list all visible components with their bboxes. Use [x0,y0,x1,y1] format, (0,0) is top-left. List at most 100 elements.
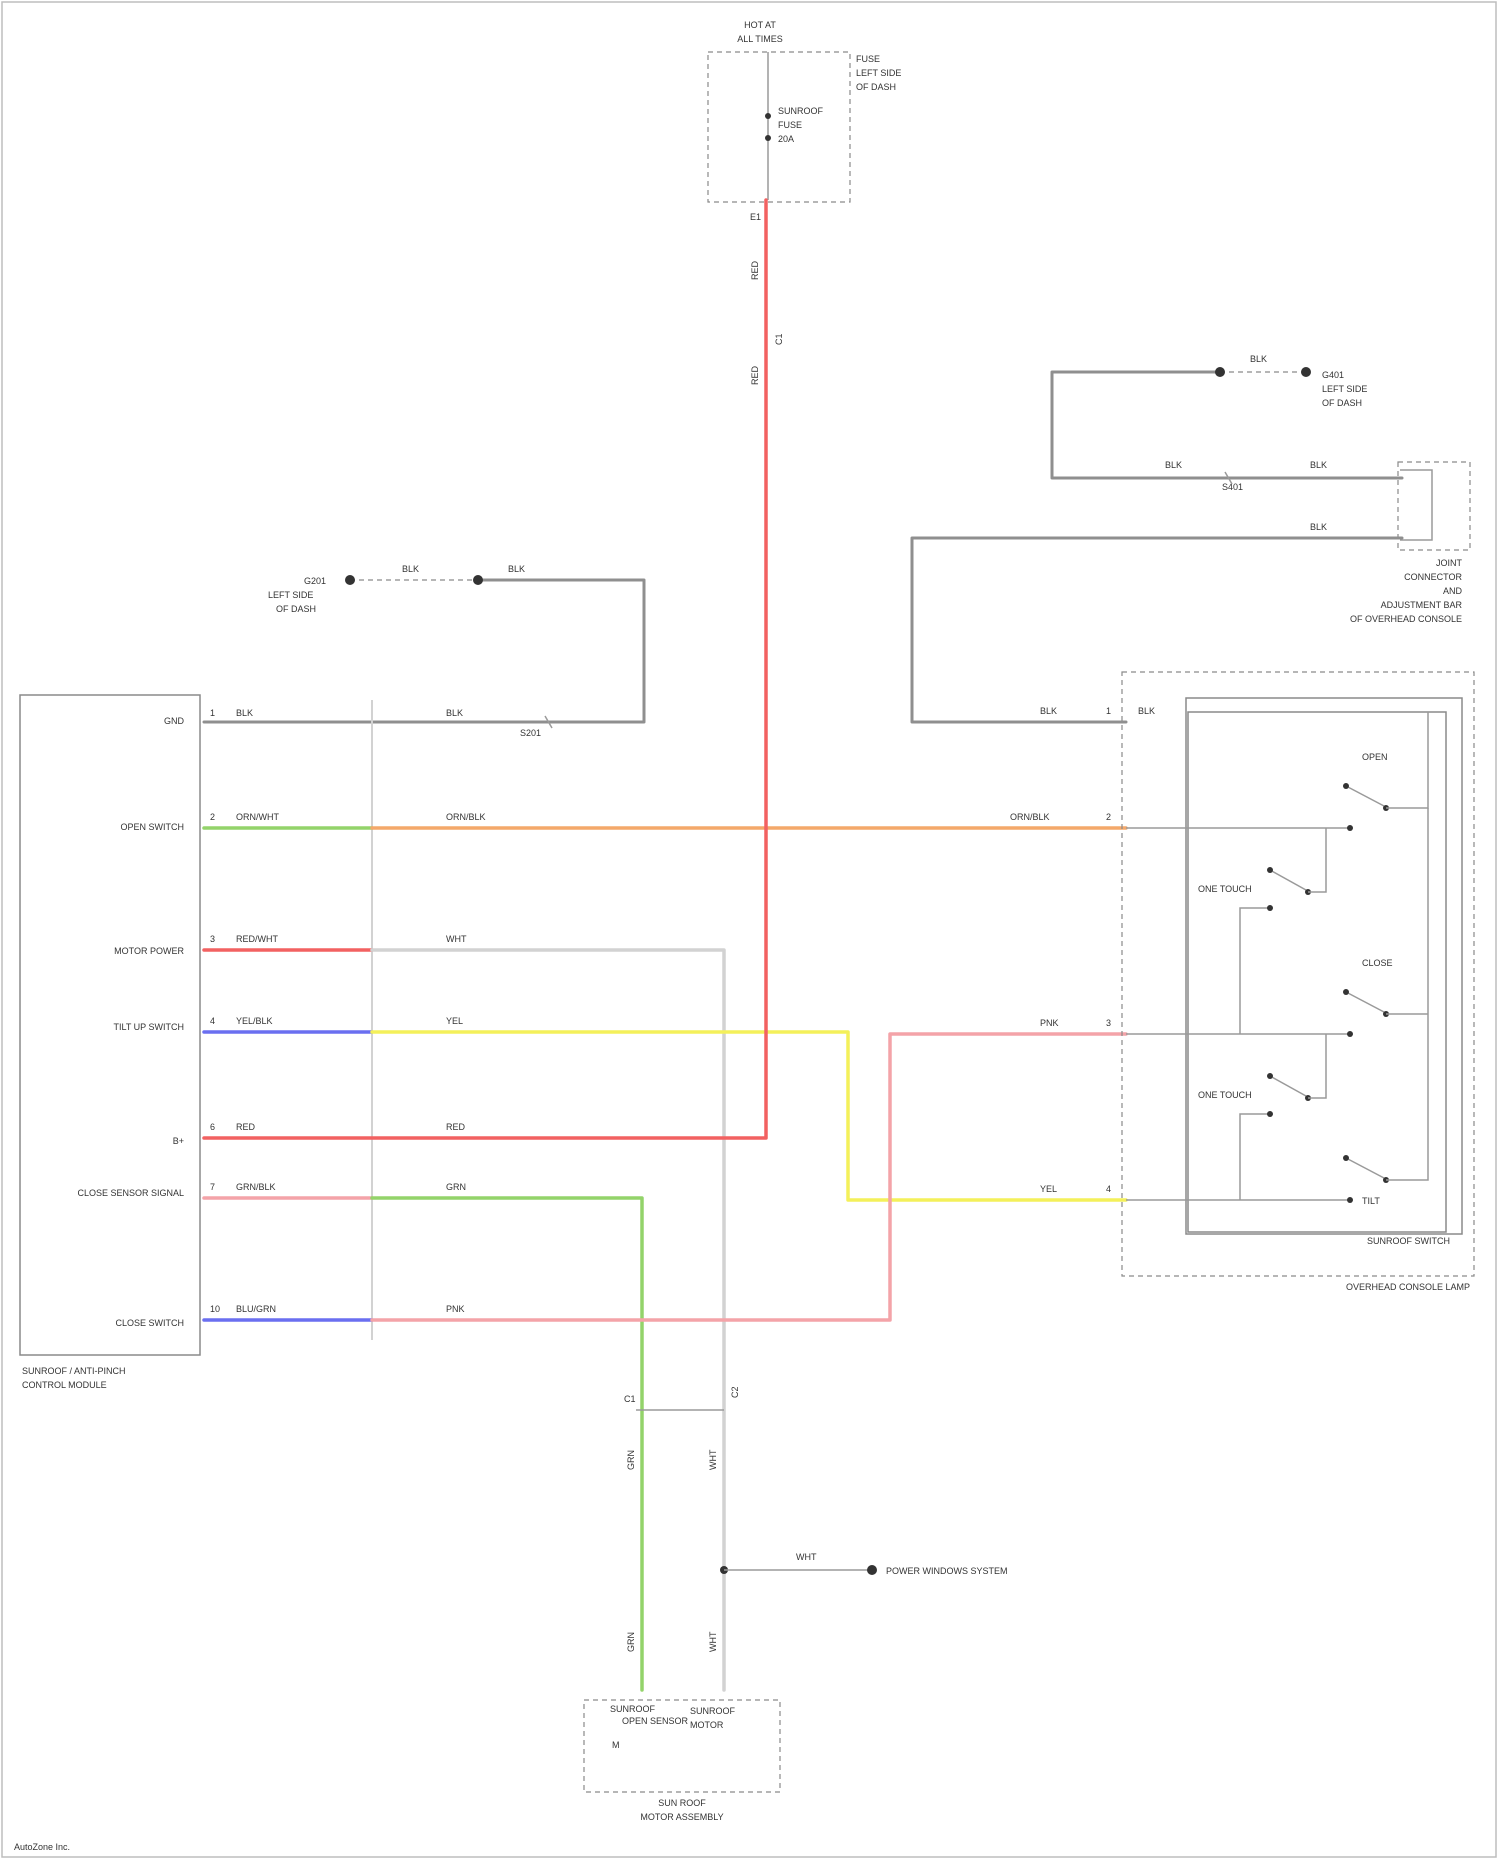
pin-bplus-num: 6 [210,1122,215,1132]
ground-left-node-2 [473,575,483,585]
fuse-box-label-3: OF DASH [856,82,896,92]
joint-label-3: AND [1443,586,1463,596]
pin-tilt-num: 4 [210,1016,215,1026]
switch-one-touch-1-label: ONE TOUCH [1198,884,1252,894]
fuse-pin: E1 [750,212,761,222]
ground-top-wire-a: BLK [1165,460,1182,470]
joint-label-4: ADJUSTMENT BAR [1381,600,1463,610]
ground-top-wire: BLK [1250,354,1267,364]
pin-close-sensor-label: CLOSE SENSOR SIGNAL [77,1188,184,1198]
switch-tilt-contact-a [1343,1155,1349,1161]
fuse-conn-label: C1 [774,333,784,345]
joint-label-5: OF OVERHEAD CONSOLE [1350,614,1462,624]
ground-left-node-1 [345,575,355,585]
ground-top-wire-b: BLK [1310,460,1327,470]
switch-blk-label: BLK [1138,706,1155,716]
right-wire-yel: YEL [1040,1184,1057,1194]
ground-left-label-3: OF DASH [276,604,316,614]
pin-open-num: 2 [210,812,215,822]
right-wire-blk-pin: 1 [1106,706,1111,716]
ground-top-label-3: OF DASH [1322,398,1362,408]
motor-label-2: OPEN SENSOR [622,1716,689,1726]
switch-one-touch-1-contact-a [1267,867,1273,873]
right-wire-labels: BLK 1 ORN/BLK 2 PNK 3 YEL 4 [1010,706,1111,1194]
ground-left-wire-a: BLK [402,564,419,574]
pin-tilt-label: TILT UP SWITCH [113,1022,184,1032]
fuse-box-label-1: FUSE [856,54,880,64]
pin-open-wire: ORN/WHT [236,812,279,822]
switch-junction-close [1347,1031,1353,1037]
mid-wire-labels: BLK ORN/BLK WHT YEL RED GRN PNK [446,708,486,1314]
ground-top-node-1 [1215,367,1225,377]
console-lamp-outline [1122,672,1474,1276]
switch-one-touch-2-label: ONE TOUCH [1198,1090,1252,1100]
ground-left-splice: S201 [520,728,541,738]
ground-top-node-2 [1301,367,1311,377]
pin-gnd-wire: BLK [236,708,253,718]
fuse-title-2: ALL TIMES [737,34,783,44]
pin-bplus-label: B+ [173,1136,184,1146]
motor-conn-2: C2 [730,1386,740,1398]
switch-one-touch-1-blade [1270,870,1306,890]
motor-label-m: M [612,1740,620,1750]
ground-left-label-1: G201 [304,576,326,586]
motor-label-4: MOTOR [690,1720,724,1730]
switch-junction-tilt [1347,1197,1353,1203]
fuse-wire-label-top: RED [750,260,760,280]
pin-close-sensor-wire: GRN/BLK [236,1182,276,1192]
fuse-label-3: 20A [778,134,794,144]
right-wire-orn-pin: 2 [1106,812,1111,822]
switch-open-label: OPEN [1362,752,1388,762]
switch-open-contact-a [1343,783,1349,789]
wire-grn [372,1198,642,1690]
pin-open-label: OPEN SWITCH [120,822,184,832]
switch-close-blade [1346,992,1384,1012]
fuse-wire-label-mid: RED [750,365,760,385]
switch-tilt-label: TILT [1362,1196,1380,1206]
mid-wire-wht: WHT [446,934,467,944]
footer-credit: AutoZone Inc. [14,1842,70,1852]
wire-blk-left-loop [204,580,644,722]
mid-wire-orn-blk: ORN/BLK [446,812,486,822]
switch-close-contact-a [1343,989,1349,995]
right-wire-pnk: PNK [1040,1018,1059,1028]
module-name-2: CONTROL MODULE [22,1380,107,1390]
switch-name: SUNROOF SWITCH [1367,1236,1450,1246]
ground-top-label-1: G401 [1322,370,1344,380]
right-wire-orn: ORN/BLK [1010,812,1050,822]
wire-pnk [372,1034,1126,1320]
joint-label-1: JOINT [1436,558,1463,568]
switch-inner-frame [1188,712,1446,1232]
motor-label-1: SUNROOF [610,1704,656,1714]
motor-label-3: SUNROOF [690,1706,736,1716]
right-wire-yel-pin: 4 [1106,1184,1111,1194]
fuse-node-top [765,113,771,119]
pin-motor-label: MOTOR POWER [114,946,184,956]
switch-one-touch-2-lead [1308,1034,1326,1098]
sunroof-switch: BLK OPEN ONE TOUCH CLOSE ONE TOUCH [1122,672,1474,1292]
pin-close-switch-num: 10 [210,1304,220,1314]
pin-gnd-label: GND [164,716,185,726]
switch-one-touch-1-lead2 [1240,908,1270,1034]
joint-label-2: CONNECTOR [1404,572,1462,582]
joint-connector-bracket [1400,470,1432,540]
joint-connector-box [1398,462,1470,550]
power-windows-splice-label: WHT [796,1552,817,1562]
console-lamp-label: OVERHEAD CONSOLE LAMP [1346,1282,1470,1292]
pin-motor-num: 3 [210,934,215,944]
motor-box-2: MOTOR ASSEMBLY [640,1812,723,1822]
switch-one-touch-1-contact-c [1267,905,1273,911]
fuse-label-1: SUNROOF [778,106,824,116]
switch-outer-frame [1186,698,1462,1234]
pin-bplus-wire: RED [236,1122,256,1132]
wire-blk-joint [912,538,1402,722]
fuse-block: HOT AT ALL TIMES FUSE LEFT SIDE OF DASH … [708,20,901,385]
pin-close-switch-label: CLOSE SWITCH [115,1318,184,1328]
pin-close-sensor-num: 7 [210,1182,215,1192]
pin-tilt-wire: YEL/BLK [236,1016,273,1026]
fuse-label-2: FUSE [778,120,802,130]
pin-close-switch-wire: BLU/GRN [236,1304,276,1314]
right-wire-blk: BLK [1040,706,1057,716]
